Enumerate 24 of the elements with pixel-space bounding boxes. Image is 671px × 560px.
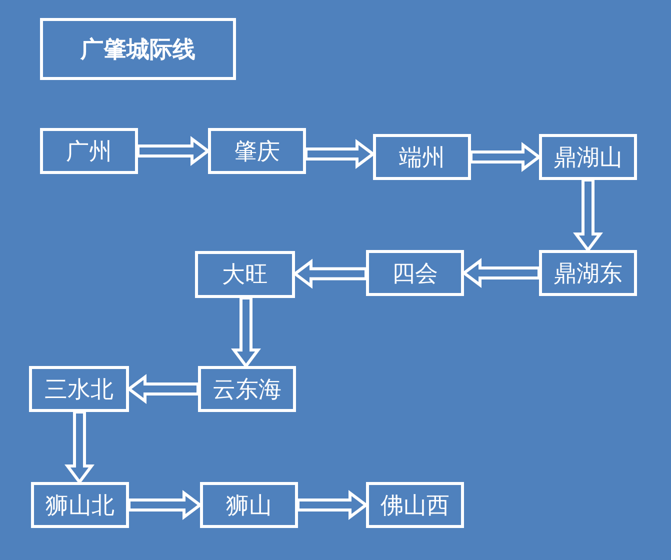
station-box: 广州 xyxy=(40,128,138,174)
block-arrow xyxy=(128,490,202,520)
block-arrow xyxy=(304,139,376,169)
block-arrow xyxy=(292,258,368,289)
title-box: 广肇城际线 xyxy=(40,18,236,80)
block-arrow xyxy=(573,178,603,252)
block-arrow xyxy=(296,490,368,520)
station-box: 鼎湖东 xyxy=(539,250,637,296)
block-arrow xyxy=(136,136,210,166)
block-arrow xyxy=(462,258,540,288)
station-box: 三水北 xyxy=(29,366,129,412)
station-box: 狮山 xyxy=(200,482,298,528)
station-box: 端州 xyxy=(373,134,471,180)
block-arrow xyxy=(231,296,261,368)
station-box: 大旺 xyxy=(195,251,295,298)
station-box: 云东海 xyxy=(198,366,296,412)
block-arrow xyxy=(470,142,542,172)
station-box: 狮山北 xyxy=(31,482,129,528)
station-box: 肇庆 xyxy=(208,128,306,174)
station-box: 佛山西 xyxy=(366,482,464,528)
block-arrow xyxy=(126,374,200,404)
station-box: 鼎湖山 xyxy=(539,134,637,180)
block-arrow xyxy=(64,410,94,484)
station-box: 四会 xyxy=(366,250,464,296)
